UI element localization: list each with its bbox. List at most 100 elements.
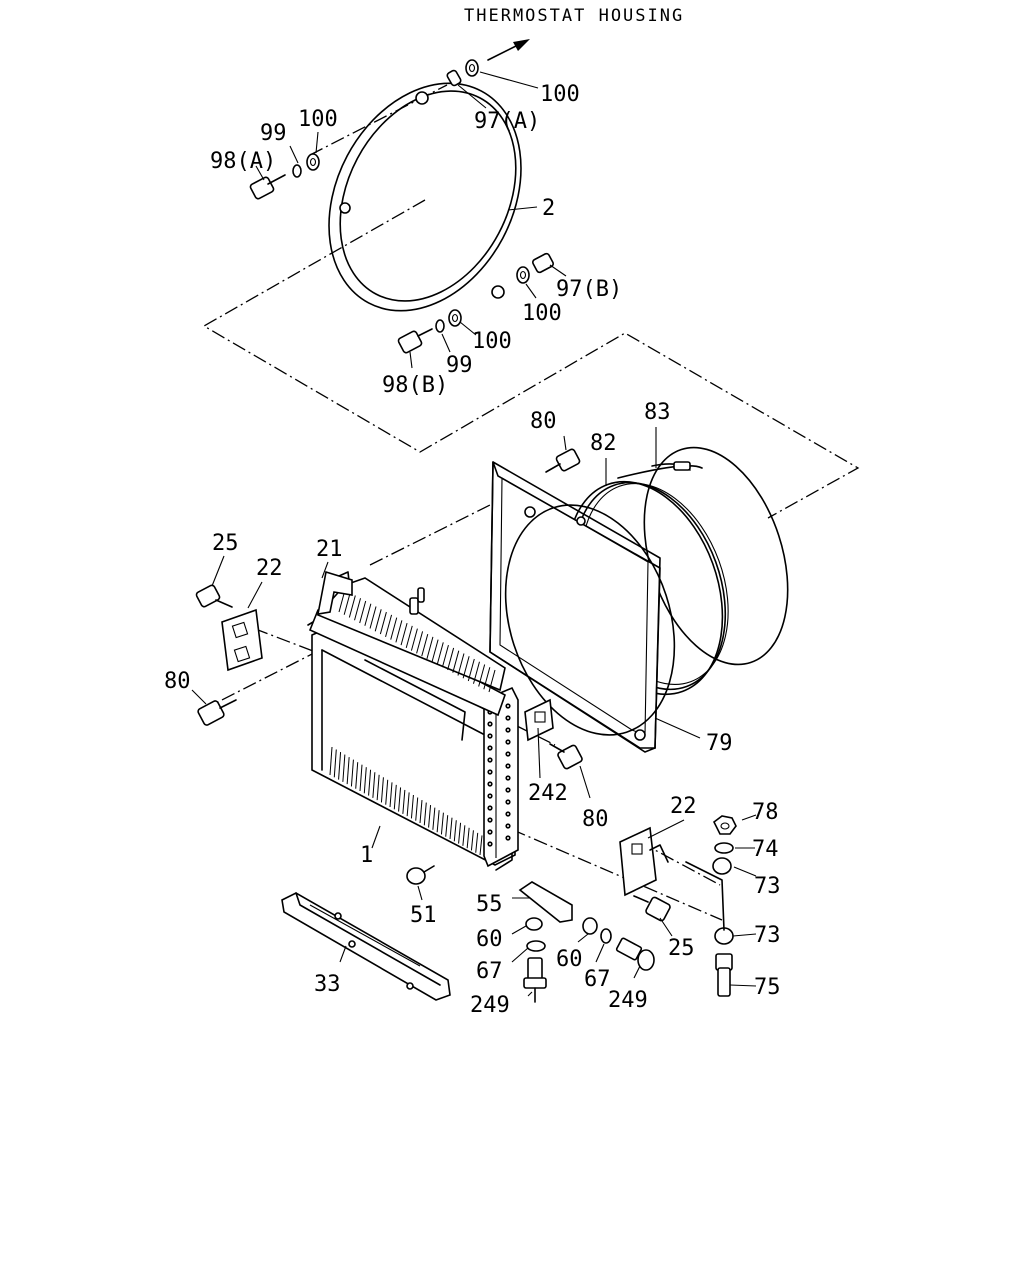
top-fin [400, 622, 408, 646]
top-fin [488, 669, 496, 693]
core-fin [449, 817, 453, 840]
top-fin [364, 603, 372, 626]
label-22-right: 22 [670, 794, 697, 819]
side-hole [487, 793, 493, 799]
label-74: 74 [752, 837, 779, 862]
core-fin [329, 746, 333, 776]
label-21: 21 [316, 537, 343, 562]
side-hole [505, 751, 511, 757]
core-fin [376, 774, 380, 801]
top-fin [467, 658, 475, 682]
bolt-80-mid [549, 743, 583, 770]
drain-plug-51 [406, 865, 435, 885]
label-73-b: 73 [754, 923, 781, 948]
label-100-b: 100 [522, 301, 562, 326]
label-78: 78 [752, 800, 779, 825]
top-fin [379, 611, 387, 635]
label-25-right: 25 [668, 936, 695, 961]
part-labels: 100 97(A) 100 99 98(A) 2 97(B) 100 100 9… [164, 82, 781, 1018]
label-99-b: 99 [446, 353, 473, 378]
core-fin [333, 749, 337, 778]
side-holes [487, 703, 511, 847]
fan-shroud-ring [328, 82, 522, 312]
core-fin [393, 784, 397, 810]
side-hole [487, 841, 493, 847]
label-83: 83 [644, 400, 671, 425]
top-fin [457, 653, 465, 676]
fittings-55-60-67-249 [518, 881, 655, 1003]
label-100-a: 100 [298, 107, 338, 132]
top-fin [354, 598, 361, 621]
label-242: 242 [528, 781, 568, 806]
top-fin [436, 642, 444, 665]
bolts-left [195, 584, 237, 726]
core-fin [440, 812, 444, 835]
bolt-80-top [545, 448, 581, 473]
core-fin [402, 789, 406, 814]
side-hole [487, 769, 493, 775]
bracket-22-left [221, 608, 263, 672]
side-hole [487, 781, 493, 787]
top-fin [452, 650, 460, 673]
label-67-b: 67 [584, 967, 611, 992]
label-80-mid: 80 [582, 807, 609, 832]
core-fin [410, 794, 414, 819]
side-hole [487, 745, 493, 751]
core-fin [398, 787, 402, 812]
side-hole [487, 805, 493, 811]
core-fin [380, 777, 384, 803]
label-82: 82 [590, 431, 617, 456]
side-hole [487, 733, 493, 739]
label-79: 79 [706, 731, 733, 756]
core-fin [470, 830, 474, 851]
side-hole [505, 727, 511, 733]
core-fin [419, 799, 423, 824]
bracket-21 [316, 570, 353, 615]
side-hole [487, 817, 493, 823]
core-fin [346, 757, 350, 785]
top-fin [385, 614, 393, 637]
hardware-right [685, 815, 737, 997]
core-fin [432, 807, 436, 830]
label-100-top: 100 [540, 82, 580, 107]
top-fin [421, 634, 429, 657]
lower-bracket-33 [281, 892, 451, 1001]
side-hole [487, 721, 493, 727]
direction-arrow [487, 39, 530, 61]
core-fin [458, 822, 462, 844]
top-fins [338, 589, 496, 693]
core-fin [363, 767, 367, 794]
side-hole [505, 835, 511, 841]
top-fin [369, 606, 377, 629]
core-fin [453, 820, 457, 842]
label-60-b: 60 [556, 947, 583, 972]
core-fin [355, 762, 359, 789]
label-33: 33 [314, 972, 341, 997]
side-hole [505, 811, 511, 817]
core-fin [423, 802, 427, 826]
core-fin [428, 805, 432, 828]
core-fin [462, 825, 466, 846]
label-51: 51 [410, 903, 437, 928]
label-1: 1 [360, 843, 373, 868]
top-fin [410, 628, 418, 651]
top-fin [473, 661, 480, 684]
shroud-frame-plate [489, 461, 676, 753]
plate-242 [524, 698, 554, 742]
label-55: 55 [476, 892, 503, 917]
top-fin [462, 656, 470, 679]
core-fin [385, 779, 389, 805]
top-fin [416, 631, 424, 654]
core-fin [415, 797, 419, 821]
label-98a: 98(A) [210, 149, 276, 174]
top-fin [348, 595, 356, 618]
side-hole [505, 787, 511, 793]
core-fin [372, 772, 376, 798]
core-fin [368, 769, 372, 796]
core-fin [466, 827, 470, 849]
label-100-c: 100 [472, 329, 512, 354]
top-fin [441, 645, 449, 668]
label-249-a: 249 [470, 993, 510, 1018]
core-fin [475, 832, 479, 853]
label-67-a: 67 [476, 959, 503, 984]
